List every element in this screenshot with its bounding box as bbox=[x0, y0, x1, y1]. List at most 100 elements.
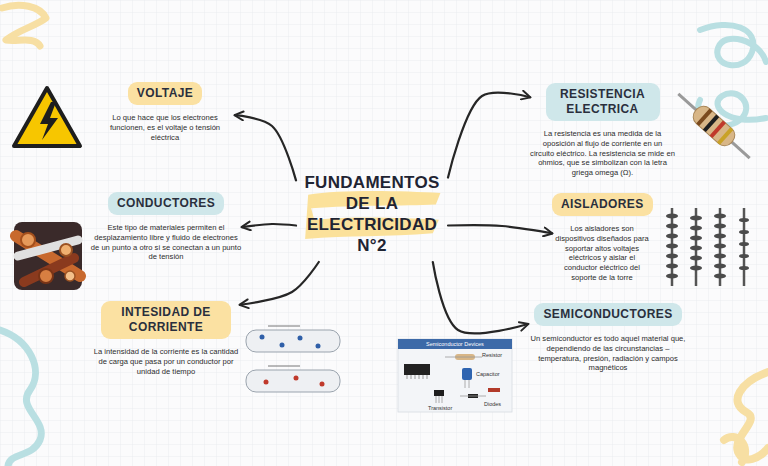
current-illustration bbox=[298, 336, 303, 341]
insulator bbox=[739, 208, 749, 286]
insulator bbox=[666, 234, 678, 239]
current-illustration bbox=[246, 326, 340, 392]
current-illustration bbox=[280, 343, 285, 348]
topic-description: Lo que hace que los electrones funcionen… bbox=[95, 113, 235, 142]
insulator bbox=[739, 218, 749, 222]
branch-arrow bbox=[235, 115, 296, 180]
warning-sign bbox=[14, 88, 80, 146]
current-illustration bbox=[294, 376, 299, 381]
semiconductor-illustration bbox=[436, 396, 442, 403]
insulator bbox=[714, 208, 726, 286]
semiconductor-illustration bbox=[434, 390, 444, 396]
semiconductor-illustration bbox=[445, 357, 482, 358]
insulator bbox=[666, 254, 678, 259]
topic-description: La intensidad de la corriente es la cant… bbox=[92, 347, 240, 376]
current-illustration bbox=[246, 370, 340, 392]
topic-description: Este tipo de materiales permiten el desp… bbox=[90, 223, 242, 262]
semiconductor-illustration bbox=[460, 396, 486, 397]
resistor-symbol bbox=[672, 86, 757, 165]
topic-node: VOLTAJE Lo que hace que los electrones fu… bbox=[95, 82, 235, 142]
insulator bbox=[714, 214, 726, 219]
insulator bbox=[666, 264, 678, 269]
topic-node: INTESIDAD DE CORRIENTE La intensidad de l… bbox=[92, 301, 240, 376]
semiconductor-illustration bbox=[465, 380, 469, 388]
topic-description: Un semiconductor es todo aquel material … bbox=[528, 334, 688, 373]
cable-illustration bbox=[14, 222, 82, 290]
cable-illustration bbox=[60, 244, 72, 256]
warning-sign bbox=[14, 88, 80, 146]
insulator bbox=[666, 274, 678, 279]
current-illustration bbox=[264, 380, 269, 385]
component-label: Transistor bbox=[428, 405, 452, 411]
semiconductor-illustration bbox=[488, 388, 500, 392]
insulator bbox=[714, 274, 726, 279]
insulator bbox=[666, 214, 678, 219]
semiconductor-illustration bbox=[398, 339, 512, 412]
semiconductor-illustration bbox=[398, 339, 512, 412]
insulator bbox=[739, 254, 749, 258]
cable-illustration bbox=[14, 222, 82, 290]
insulator bbox=[714, 254, 726, 259]
branch-arrow bbox=[240, 262, 319, 305]
current-illustration bbox=[268, 326, 300, 327]
semiconductor-illustration bbox=[462, 368, 472, 380]
topic-description: La resistencia es una medida de la oposi… bbox=[530, 129, 675, 178]
resistor-symbol bbox=[678, 94, 749, 158]
branch-arrow bbox=[433, 262, 528, 333]
cable-illustration bbox=[21, 233, 35, 247]
cable-illustration bbox=[39, 269, 53, 283]
topic-heading: INTESIDAD DE CORRIENTE bbox=[101, 301, 231, 339]
scribble bbox=[724, 372, 768, 462]
insulator bbox=[690, 226, 702, 231]
scribble bbox=[0, 330, 41, 466]
resistor-symbol bbox=[717, 127, 733, 145]
insulator bbox=[739, 266, 749, 270]
topic-description: Los aisladores son dispositivos diseñado… bbox=[552, 224, 652, 283]
current-illustration bbox=[268, 366, 300, 367]
insulator-illustration bbox=[666, 208, 749, 286]
current-illustration bbox=[260, 335, 265, 340]
insulator bbox=[690, 208, 702, 286]
topic-heading: CONDUCTORES bbox=[108, 192, 224, 215]
resistor-symbol bbox=[689, 103, 738, 150]
topic-node: RESISTENCIA ELECTRICA La resistencia es u… bbox=[530, 83, 675, 178]
semiconductor-illustration bbox=[404, 364, 430, 375]
insulator bbox=[690, 266, 702, 271]
insulator bbox=[714, 244, 726, 249]
branch-arrow bbox=[448, 93, 530, 178]
current-illustration bbox=[320, 382, 325, 387]
topic-heading: VOLTAJE bbox=[128, 82, 202, 105]
component-label: Semiconductor Devices bbox=[426, 341, 484, 347]
insulator bbox=[690, 256, 702, 261]
branch-arrow bbox=[448, 225, 552, 233]
insulator bbox=[739, 230, 749, 234]
central-topic: FUNDAMENTOS DE LA ELECTRICIDAD N°2 bbox=[296, 166, 448, 262]
topic-heading: AISLADORES bbox=[552, 193, 653, 216]
component-label: Capacitor bbox=[476, 371, 500, 377]
semiconductor-illustration bbox=[398, 339, 512, 349]
insulator bbox=[666, 224, 678, 229]
insulator bbox=[739, 242, 749, 246]
insulator bbox=[714, 234, 726, 239]
topic-heading: RESISTENCIA ELECTRICA bbox=[546, 83, 660, 121]
insulator bbox=[690, 236, 702, 241]
current-illustration bbox=[316, 344, 321, 349]
cable-illustration bbox=[65, 271, 75, 281]
semiconductor-illustration bbox=[407, 375, 427, 379]
insulator bbox=[690, 216, 702, 221]
insulator bbox=[714, 264, 726, 269]
component-label: Resistor bbox=[482, 352, 502, 358]
topic-node: CONDUCTORES Este tipo de materiales permi… bbox=[90, 192, 242, 262]
scribble bbox=[0, 5, 768, 466]
topic-node: SEMICONDUCTORES Un semiconductor es todo … bbox=[528, 303, 688, 373]
topic-node: AISLADORES Los aisladores son dispositivo… bbox=[552, 193, 652, 283]
central-title: FUNDAMENTOS DE LA ELECTRICIDAD N°2 bbox=[300, 172, 444, 256]
topic-heading: SEMICONDUCTORES bbox=[534, 303, 681, 326]
insulator bbox=[714, 224, 726, 229]
scribble bbox=[2, 5, 46, 46]
branch-arrow bbox=[242, 224, 296, 227]
insulator bbox=[666, 244, 678, 249]
